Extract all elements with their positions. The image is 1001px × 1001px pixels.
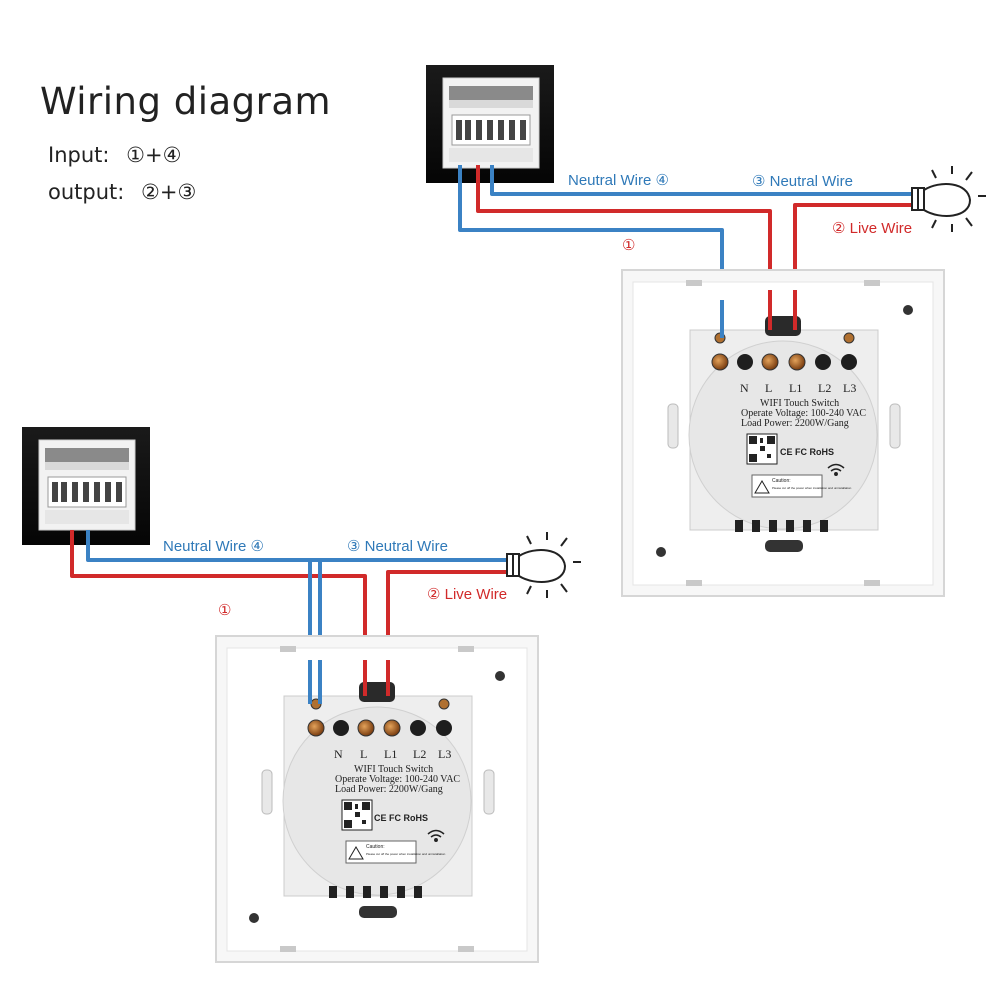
qr-code-icon (746, 433, 778, 465)
terminal-label: N (740, 381, 749, 395)
wifi-icon (427, 829, 445, 842)
legend-input-label: Input: (48, 143, 110, 167)
label-neutral-4-bottom: Neutral Wire ④ (163, 538, 264, 555)
label-live-2-top: ② Live Wire (832, 220, 912, 237)
product-label-line: WIFI Touch Switch (354, 764, 433, 775)
bulb-icon (506, 532, 581, 598)
wire-neutral-top (490, 165, 918, 196)
label-neutral-3-bottom: ③ Neutral Wire (347, 538, 448, 555)
caution-title: Caution: (772, 478, 791, 484)
terminal-label: L1 (384, 747, 397, 761)
breaker-box-top (426, 65, 554, 183)
wire-ends-bottom (308, 660, 390, 704)
wire-neutral-bottom (86, 530, 510, 562)
terminal-label: L2 (413, 747, 426, 761)
caution-title: Caution: (366, 844, 385, 850)
terminal-label: L3 (438, 747, 451, 761)
terminal-label: L2 (818, 381, 831, 395)
product-label-line: WIFI Touch Switch (760, 398, 839, 409)
product-label-line: Load Power: 2200W/Gang (335, 784, 443, 795)
diagram-top: Neutral Wire ④ ③ Neutral Wire ② Live Wir… (426, 65, 986, 597)
caution-text: Please cut off the power when installati… (772, 486, 852, 490)
product-label-line: Operate Voltage: 100-240 VAC (741, 408, 866, 419)
qr-code-icon (341, 799, 373, 831)
legend-output: output: ②+③ (48, 180, 196, 204)
wifi-icon (827, 463, 845, 476)
switch-plate-top: N L L1 L2 L3 WIFI Touch Switch Operate V… (621, 269, 945, 597)
wire-live-in-bottom (70, 530, 367, 685)
legend-input: Input: ①+④ (48, 143, 181, 167)
legend-input-value: ①+④ (126, 143, 182, 167)
caution-icon (348, 846, 364, 860)
label-marker-1-top: ① (622, 237, 635, 254)
legend-output-value: ②+③ (141, 180, 197, 204)
wire-ends-top (720, 290, 797, 338)
product-label-line: Operate Voltage: 100-240 VAC (335, 774, 460, 785)
terminal-label: L (765, 381, 772, 395)
terminal-label: L (360, 747, 367, 761)
label-neutral-3-top: ③ Neutral Wire (752, 173, 853, 190)
caution-text: Please cut off the power when installati… (366, 852, 446, 856)
switch-plate-bottom: N L L1 L2 L3 WIFI Touch Switch Operate V… (215, 635, 539, 963)
wire-live-in-top (476, 165, 772, 318)
cert-marks: CE FC RoHS (780, 447, 834, 457)
label-marker-1-bottom: ① (218, 602, 231, 619)
terminal-label: L1 (789, 381, 802, 395)
terminal-label: L3 (843, 381, 856, 395)
page-title: Wiring diagram (40, 80, 332, 123)
terminal-label: N (334, 747, 343, 761)
breaker-box-bottom (22, 427, 150, 545)
bulb-icon (911, 166, 986, 232)
caution-icon (754, 480, 770, 494)
cert-marks: CE FC RoHS (374, 813, 428, 823)
product-label-line: Load Power: 2200W/Gang (741, 418, 849, 429)
label-live-2-bottom: ② Live Wire (427, 586, 507, 603)
diagram-bottom: Neutral Wire ④ ③ Neutral Wire ② Live Wir… (22, 427, 581, 963)
label-neutral-4-top: Neutral Wire ④ (568, 172, 669, 189)
legend-output-label: output: (48, 180, 125, 204)
